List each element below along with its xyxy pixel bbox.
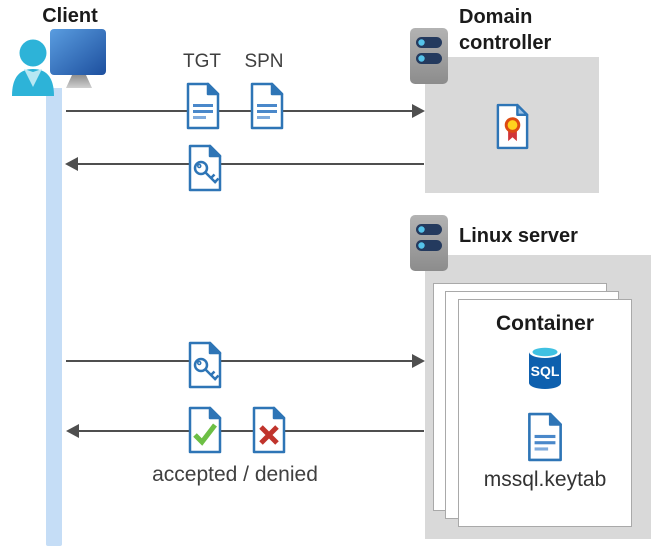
key-ticket-document-icon-upper: [188, 144, 222, 192]
client-user-monitor-icon: [12, 29, 106, 96]
sql-database-icon: SQL: [529, 346, 561, 389]
client-timeline-bar: [46, 88, 62, 546]
accepted-check-document-icon: [188, 406, 222, 454]
key-ticket-document-icon-lower: [188, 341, 222, 389]
arrow-linux-to-client-head: [66, 424, 79, 438]
tgt-label: TGT: [183, 51, 221, 72]
arrow-linux-to-client-line: [79, 430, 424, 432]
arrow-dc-to-client-head: [65, 157, 78, 171]
certificate-document-icon: [496, 103, 529, 150]
domain-controller-label-line2: controller: [459, 32, 552, 54]
tgt-ticket-document-icon: [186, 82, 220, 130]
keytab-file-label: mssql.keytab: [483, 468, 607, 491]
sql-icon-label: SQL: [531, 363, 560, 379]
arrow-client-to-linux-line: [66, 360, 412, 362]
keytab-document-icon: [528, 412, 562, 462]
spn-label: SPN: [244, 51, 284, 72]
container-title: Container: [495, 312, 594, 335]
arrow-client-to-dc-head: [412, 104, 425, 118]
domain-controller-label: Domain controller: [459, 4, 551, 56]
denied-x-document-icon: [252, 406, 286, 454]
domain-controller-label-line1: Domain: [459, 6, 533, 28]
client-label: Client: [42, 5, 98, 27]
arrow-client-to-linux-head: [412, 354, 425, 368]
spn-document-icon: [250, 82, 284, 130]
linux-server-label: Linux server: [459, 225, 578, 247]
accepted-denied-label: accepted / denied: [152, 463, 318, 486]
linux-server-icon: [410, 215, 448, 271]
arrow-client-to-dc-line: [66, 110, 412, 112]
domain-controller-server-icon: [410, 28, 448, 84]
arrow-dc-to-client-line: [78, 163, 424, 165]
container-card: Container SQL mssql.keytab: [458, 299, 632, 527]
